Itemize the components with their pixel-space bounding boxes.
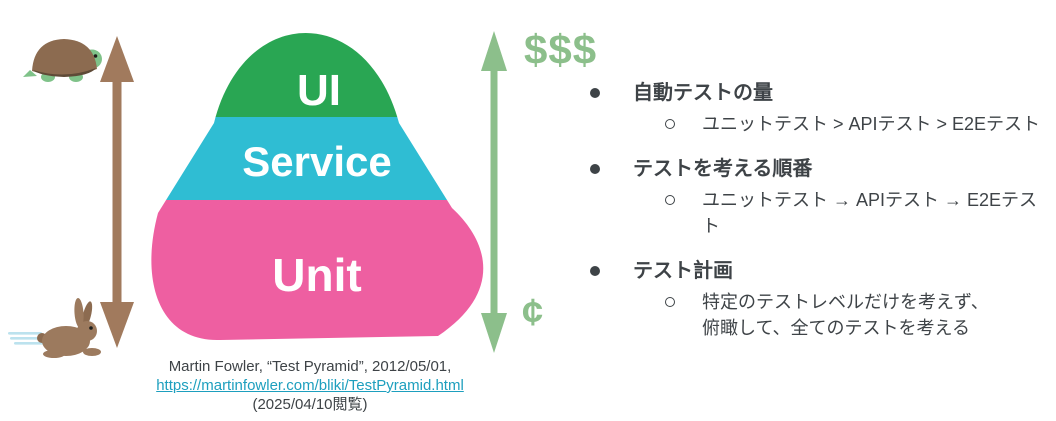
bullet-icon bbox=[590, 266, 600, 276]
cost-arrow bbox=[481, 31, 507, 353]
notes-list: 自動テストの量 ユニットテスト > APIテスト > E2Eテスト テストを考え… bbox=[590, 79, 1050, 359]
expensive-label: $$$ bbox=[524, 26, 598, 73]
sub-bullet-icon bbox=[665, 195, 675, 205]
rabbit-icon bbox=[8, 298, 101, 358]
bullet-icon bbox=[590, 88, 600, 98]
speed-arrow bbox=[100, 36, 134, 348]
note-detail: 特定のテストレベルだけを考えず、 俯瞰して、全てのテストを考える bbox=[702, 292, 989, 338]
test-pyramid: UI Service Unit bbox=[151, 33, 484, 341]
citation-accessed: (2025/04/10閲覧) bbox=[252, 396, 368, 413]
sub-bullet-icon bbox=[665, 119, 675, 129]
cheap-label: ¢ bbox=[522, 292, 544, 334]
citation-link[interactable]: https://martinfowler.com/bliki/TestPyram… bbox=[156, 377, 464, 394]
turtle-icon bbox=[23, 39, 102, 82]
citation: Martin Fowler, “Test Pyramid”, 2012/05/0… bbox=[100, 357, 520, 414]
note-group-test-plan: テスト計画 特定のテストレベルだけを考えず、 俯瞰して、全てのテストを考える bbox=[590, 257, 1050, 341]
pyramid-label-ui: UI bbox=[297, 66, 341, 115]
citation-line1: Martin Fowler, “Test Pyramid”, 2012/05/0… bbox=[168, 358, 452, 375]
note-detail: ユニットテスト > APIテスト > E2Eテスト bbox=[702, 114, 1041, 134]
note-group-test-order: テストを考える順番 ユニットテスト → APIテスト → E2Eテスト bbox=[590, 155, 1050, 239]
note-heading: 自動テストの量 bbox=[633, 82, 773, 104]
bullet-icon bbox=[590, 164, 600, 174]
pyramid-label-unit: Unit bbox=[272, 249, 361, 301]
note-heading: テストを考える順番 bbox=[633, 158, 813, 180]
pyramid-level-unit bbox=[151, 200, 484, 341]
sub-bullet-icon bbox=[665, 297, 675, 307]
pyramid-label-service: Service bbox=[242, 138, 391, 185]
note-heading: テスト計画 bbox=[633, 260, 733, 282]
note-group-test-amount: 自動テストの量 ユニットテスト > APIテスト > E2Eテスト bbox=[590, 79, 1050, 137]
note-detail: ユニットテスト → APIテスト → E2Eテスト bbox=[702, 190, 1038, 236]
